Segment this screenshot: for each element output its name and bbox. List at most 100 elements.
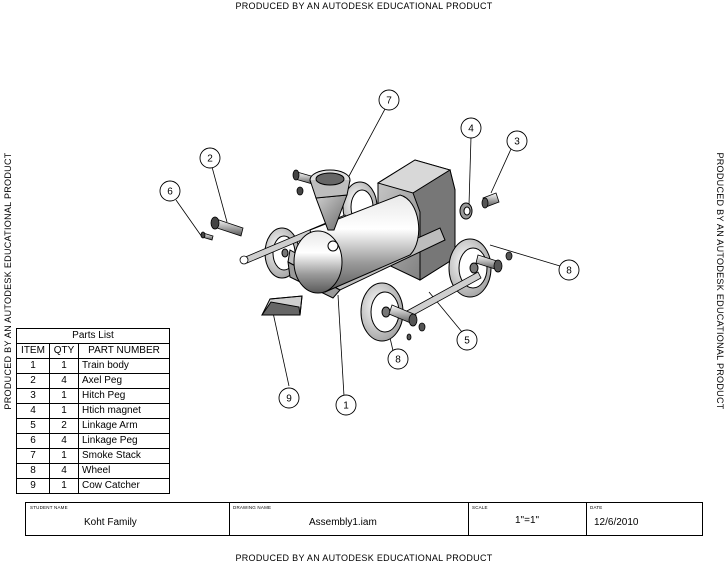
balloon-4: 4 xyxy=(460,117,482,139)
balloon-circle xyxy=(460,117,482,139)
part-cell: Wheel xyxy=(78,463,170,479)
watermark-top: PRODUCED BY AN AUTODESK EDUCATIONAL PROD… xyxy=(235,1,493,11)
linkage-end xyxy=(239,255,249,265)
parts-list-title: Parts List xyxy=(16,328,170,344)
linkage-peg-left xyxy=(200,231,214,241)
drawing-name-caption: DRAWING NAME xyxy=(233,505,272,510)
table-row: 2 4 Axel Peg xyxy=(16,373,170,389)
part-cell: Train body xyxy=(78,358,170,374)
balloon-circle xyxy=(278,387,300,409)
train-boiler xyxy=(293,194,420,294)
cow-catcher xyxy=(261,295,303,316)
item-cell: 3 xyxy=(16,388,50,404)
balloon-circle xyxy=(199,147,221,169)
part-cell: Htich magnet xyxy=(78,403,170,419)
balloon-8: 8 xyxy=(558,259,580,281)
table-row: 3 1 Hitch Peg xyxy=(16,388,170,404)
qty-cell: 4 xyxy=(49,373,79,389)
qty-cell: 1 xyxy=(49,403,79,419)
balloon-circle xyxy=(456,329,478,351)
balloon-6: 6 xyxy=(159,180,181,202)
balloon-label: 1 xyxy=(343,401,349,412)
balloon-label: 3 xyxy=(514,137,520,148)
qty-cell: 4 xyxy=(49,463,79,479)
balloon-label: 9 xyxy=(286,394,292,405)
balloon-label: 8 xyxy=(395,355,401,366)
part-cell: Smoke Stack xyxy=(78,448,170,464)
balloon-9: 9 xyxy=(278,387,300,409)
train-cab xyxy=(376,159,456,281)
table-row: 6 4 Linkage Peg xyxy=(16,433,170,449)
header-item: ITEM xyxy=(16,343,50,359)
hitch-magnet xyxy=(459,202,473,220)
item-cell: 8 xyxy=(16,463,50,479)
table-row: 8 4 Wheel xyxy=(16,463,170,479)
qty-cell: 2 xyxy=(49,418,79,434)
drawing-name: Assembly1.iam xyxy=(309,517,377,528)
item-cell: 5 xyxy=(16,418,50,434)
item-cell: 6 xyxy=(16,433,50,449)
item-cell: 1 xyxy=(16,358,50,374)
balloon-2: 2 xyxy=(199,147,221,169)
qty-cell: 1 xyxy=(49,448,79,464)
axel-peg-front xyxy=(388,304,418,327)
item-cell: 9 xyxy=(16,478,50,494)
drawing-name-cell: DRAWING NAME Assembly1.iam xyxy=(229,503,469,535)
qty-cell: 1 xyxy=(49,358,79,374)
table-row: 5 2 Linkage Arm xyxy=(16,418,170,434)
balloon-label: 5 xyxy=(464,336,470,347)
part-cell: Linkage Peg xyxy=(78,433,170,449)
balloon-label: 8 xyxy=(566,266,572,277)
balloon-circle xyxy=(335,394,357,416)
balloon-1: 1 xyxy=(335,394,357,416)
header-part-number: PART NUMBER xyxy=(78,343,170,359)
student-name-cell: STUDENT NAME Koht Family xyxy=(26,503,230,535)
balloon-circle xyxy=(506,130,528,152)
balloon-label: 4 xyxy=(468,124,474,135)
parts-list: Parts List ITEM QTY PART NUMBER 1 1 Trai… xyxy=(16,328,170,494)
hitch-peg xyxy=(481,192,500,209)
scale-cell: SCALE 1"=1" xyxy=(468,503,587,535)
table-row: 9 1 Cow Catcher xyxy=(16,478,170,494)
qty-cell: 1 xyxy=(49,388,79,404)
balloon-circle xyxy=(378,89,400,111)
leader-lines xyxy=(175,108,561,397)
balloon-label: 2 xyxy=(207,154,213,165)
balloon-3: 3 xyxy=(506,130,528,152)
item-cell: 2 xyxy=(16,373,50,389)
title-block: STUDENT NAME Koht Family DRAWING NAME As… xyxy=(25,502,703,536)
scale-value: 1"=1" xyxy=(515,515,540,526)
smoke-stack xyxy=(309,169,351,231)
item-cell: 7 xyxy=(16,448,50,464)
linkage-peg-right xyxy=(505,251,513,261)
student-name: Koht Family xyxy=(84,517,137,528)
balloon-5: 5 xyxy=(456,329,478,351)
item-cell: 4 xyxy=(16,403,50,419)
balloon-8: 8 xyxy=(387,348,409,370)
table-row: 4 1 Htich magnet xyxy=(16,403,170,419)
axel-peg-right xyxy=(475,254,503,273)
balloon-7: 7 xyxy=(378,89,400,111)
date-cell: DATE 12/6/2010 xyxy=(586,503,702,535)
balloon-circle xyxy=(159,180,181,202)
header-qty: QTY xyxy=(49,343,79,359)
item-balloons: 7 4 3 2 6 8 5 8 9 1 xyxy=(159,89,580,416)
part-cell: Cow Catcher xyxy=(78,478,170,494)
table-row: 7 1 Smoke Stack xyxy=(16,448,170,464)
balloon-label: 6 xyxy=(167,187,173,198)
part-cell: Axel Peg xyxy=(78,373,170,389)
axel-peg-left xyxy=(210,216,244,237)
balloon-circle xyxy=(387,348,409,370)
linkage-peg-front xyxy=(406,322,426,341)
balloon-circle xyxy=(558,259,580,281)
student-name-caption: STUDENT NAME xyxy=(30,505,68,510)
balloon-label: 7 xyxy=(386,96,392,107)
linkage-peg-top xyxy=(296,186,304,196)
qty-cell: 4 xyxy=(49,433,79,449)
watermark-bottom: PRODUCED BY AN AUTODESK EDUCATIONAL PROD… xyxy=(235,553,493,563)
part-cell: Linkage Arm xyxy=(78,418,170,434)
date-value: 12/6/2010 xyxy=(594,517,639,528)
date-caption: DATE xyxy=(590,505,603,510)
scale-caption: SCALE xyxy=(472,505,488,510)
